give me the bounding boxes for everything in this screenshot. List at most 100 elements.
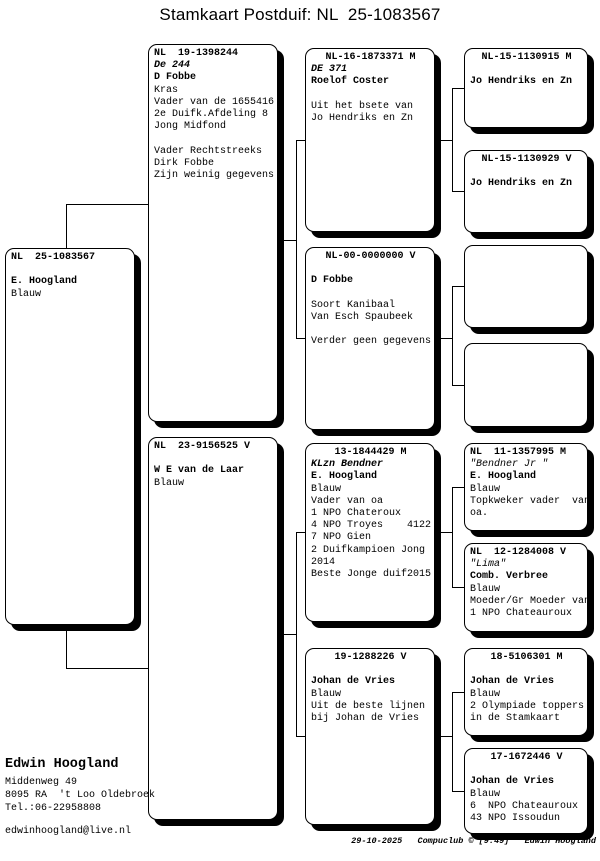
pedigree-text-line [311,288,430,300]
pedigree-box-great-grandparent-3 [464,245,588,328]
connector-line [296,140,297,339]
pedigree-text-line: Blauw [470,788,501,800]
pedigree-text-line: Roelof Coster [311,76,390,88]
pedigree-text-line: 2 Olympiade toppers [470,700,585,712]
owner-street: Middenweg 49 [5,777,78,788]
pedigree-text-line [311,664,430,676]
pedigree-text-line: Blauw [470,583,501,595]
pedigree-text-line [470,764,583,776]
pedigree-text-line: NL-15-1130915 M [481,52,572,63]
pedigree-text-line [470,64,583,76]
connector-line [452,286,465,287]
connector-line [452,692,465,693]
owner-name: Edwin Hoogland [5,757,119,772]
print-footer: 29-10-2025 Compuclub © [9.49] Edwin Hoog… [351,836,596,846]
pedigree-text-line: oa. [470,508,489,520]
pedigree-text-line [154,453,273,465]
connector-line [435,338,453,339]
pedigree-text-line [11,264,130,276]
pedigree-text-line: NL 19-1398244 [154,48,239,59]
pedigree-text-line: Van Esch Spaubeek [311,312,414,324]
pedigree-text-line: 19-1288226 V [334,652,407,663]
pedigree-text-line: 6 NPO Chateauroux [470,800,579,812]
connector-line [296,736,306,737]
pedigree-text-line: 13-1844429 M [334,447,407,458]
owner-phone: Tel.:06-22958808 [5,803,102,814]
pedigree-text-line: E. Hoogland [311,471,378,483]
owner-city: 8095 RA 't Loo Oldebroek [5,790,156,801]
connector-line [278,240,297,241]
pedigree-text-line [154,133,273,145]
pedigree-text-line [470,664,583,676]
connector-line [452,88,453,192]
pedigree-text-line: NL-16-1873371 M [325,52,416,63]
pedigree-text-line: W E van de Laar [154,465,245,477]
connector-line [66,204,67,249]
pedigree-text-line: Johan de Vries [470,776,555,788]
pedigree-text-line: Dirk Fobbe [154,157,215,169]
pedigree-text-line: Verder geen gegevens [311,336,432,348]
pedigree-box-great-grandparent-1: NL-15-1130915 M Jo Hendriks en Zn [464,48,588,128]
pedigree-text-line: Soort Kanibaal [311,299,396,311]
pedigree-text-line: DE 371 [311,64,348,76]
connector-line [452,88,465,89]
pedigree-text-line: Blauw [311,688,342,700]
pedigree-text-line: NL-00-0000000 V [325,251,416,262]
pedigree-text-line: NL 11-1357995 M [470,447,567,458]
connector-line [452,286,453,386]
pedigree-text-line: Johan de Vries [311,676,396,688]
pedigree-text-line: Blauw [154,477,185,489]
connector-line [66,625,67,669]
pedigree-text-line: NL 12-1284008 V [470,547,567,558]
pedigree-text-line: Zijn weinig gegevens [154,170,275,182]
pedigree-text-line: Kras [154,84,179,96]
connector-line [452,587,465,588]
connector-line [296,140,306,141]
pedigree-text-line: NL 25-1083567 [11,252,96,263]
pedigree-text-line: Vader Rechtstreeks [154,145,263,157]
pedigree-text-line: D Fobbe [311,275,354,287]
pedigree-text-line: 2 Duifkampioen Jong [311,544,426,556]
owner-email: edwinhoogland@live.nl [5,826,132,837]
pedigree-text-line: NL-15-1130929 V [481,154,572,165]
pedigree-box-great-grandparent-4 [464,343,588,427]
pedigree-text-line: Blauw [470,483,501,495]
pedigree-text-line: 1 NPO Chateroux [311,508,402,520]
pedigree-text-line: Vader van oa [311,495,384,507]
pedigree-text-line: NL 23-9156525 V [154,441,251,452]
connector-line [452,487,453,588]
pedigree-text-line: 18-5106301 M [490,652,563,663]
pedigree-text-line: Jong Midfond [154,121,227,133]
connector-line [66,668,149,669]
pedigree-text-line: Uit de beste lijnen [311,700,426,712]
pedigree-text-line: 7 NPO Gien [311,532,372,544]
pedigree-text-line [311,324,430,336]
pedigree-text-line: Comb. Verbree [470,571,549,583]
connector-line [296,532,297,737]
connector-line [452,385,465,386]
connector-line [435,140,453,141]
pedigree-text-line: Blauw [470,688,501,700]
pedigree-text-line [311,263,430,275]
pedigree-box-great-grandparent-2: NL-15-1130929 V Jo Hendriks en Zn [464,150,588,233]
pedigree-text-line: D Fobbe [154,72,197,84]
pedigree-text-line [470,166,583,178]
pedigree-text-line: Uit het bsete van [311,100,414,112]
connector-line [452,791,465,792]
pedigree-text-line: Topkweker vader van [470,495,588,507]
pedigree-text-line: in de Stamkaart [470,713,561,725]
pedigree-text-line: 43 NPO Issoudun [470,813,561,825]
pedigree-text-line [311,89,430,101]
pedigree-text-line: "Lima" [470,559,507,571]
pedigree-text-line: 1 NPO Chateauroux [470,608,573,620]
pedigree-text-line: 2014 [311,556,336,568]
